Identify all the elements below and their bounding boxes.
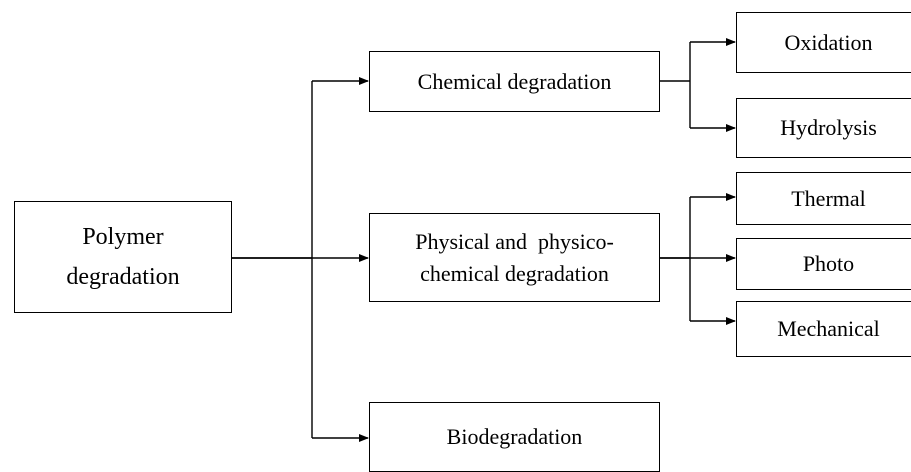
node-physical-chemical-degradation: Physical and physico- chemical degradati…	[369, 213, 660, 302]
node-hydrolysis: Hydrolysis	[736, 98, 911, 158]
node-mechanical: Mechanical	[736, 301, 911, 357]
biodegradation-label: Biodegradation	[446, 424, 583, 449]
hydrolysis-label: Hydrolysis	[780, 115, 877, 140]
root-label-line1: Polymer	[82, 224, 164, 250]
physical-label-line2: chemical degradation	[420, 260, 609, 286]
node-photo: Photo	[736, 238, 911, 290]
chemical-label: Chemical degradation	[417, 68, 612, 94]
photo-label: Photo	[802, 251, 855, 276]
node-thermal: Thermal	[736, 172, 911, 225]
oxidation-label: Oxidation	[784, 29, 873, 55]
node-chemical-degradation: Chemical degradation	[369, 51, 660, 112]
root-label-line2: degradation	[66, 264, 180, 290]
mechanical-label: Mechanical	[777, 316, 880, 341]
thermal-label: Thermal	[791, 185, 866, 211]
node-oxidation: Oxidation	[736, 12, 911, 73]
physical-label-line1: Physical and physico-	[415, 228, 614, 254]
root-node-polymer-degradation: Polymer degradation	[14, 201, 232, 313]
node-biodegradation: Biodegradation	[369, 402, 660, 472]
